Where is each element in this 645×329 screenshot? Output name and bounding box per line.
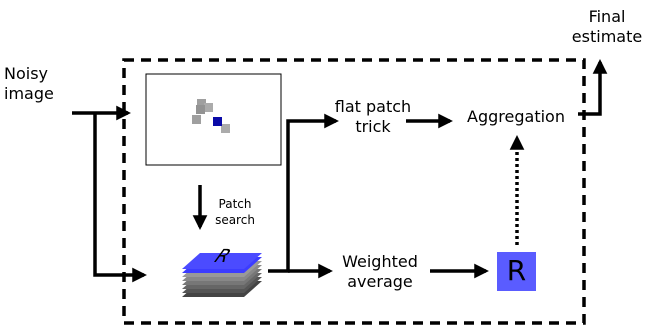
similar-patches xyxy=(192,99,230,133)
patch-search-label: Patch search xyxy=(205,196,265,228)
result-patch xyxy=(497,252,536,291)
process-boundary xyxy=(122,58,586,325)
weighted-average-label-line-2: average xyxy=(347,272,413,291)
patch-search-label-line-2: search xyxy=(215,213,255,228)
stack-to-flat-patch-arrow xyxy=(268,113,339,273)
input-label-line-2: image xyxy=(4,84,54,103)
flat-patch-label: flat patch trick xyxy=(318,97,428,137)
query-patch xyxy=(213,117,222,126)
input-label: Noisy image xyxy=(4,64,54,104)
input-label-line-1: Noisy xyxy=(4,64,49,83)
weighted-average-label: Weighted average xyxy=(325,252,435,292)
flat-patch-label-line-2: trick xyxy=(355,117,391,136)
patch-search-label-line-1: Patch xyxy=(218,197,252,211)
weighted-average-label-line-1: Weighted xyxy=(342,252,418,271)
input-arrow-bottom xyxy=(93,113,147,283)
patch-stack-icon xyxy=(182,253,262,297)
flat-patch-label-line-1: flat patch xyxy=(334,97,412,116)
aggregation-to-output-arrow xyxy=(578,59,608,116)
result-glyph: R xyxy=(506,254,527,287)
aggregation-label: Aggregation xyxy=(467,107,565,126)
output-label: Final estimate xyxy=(569,7,645,47)
output-label-line-2: estimate xyxy=(571,27,643,46)
output-label-line-1: Final xyxy=(588,7,626,26)
